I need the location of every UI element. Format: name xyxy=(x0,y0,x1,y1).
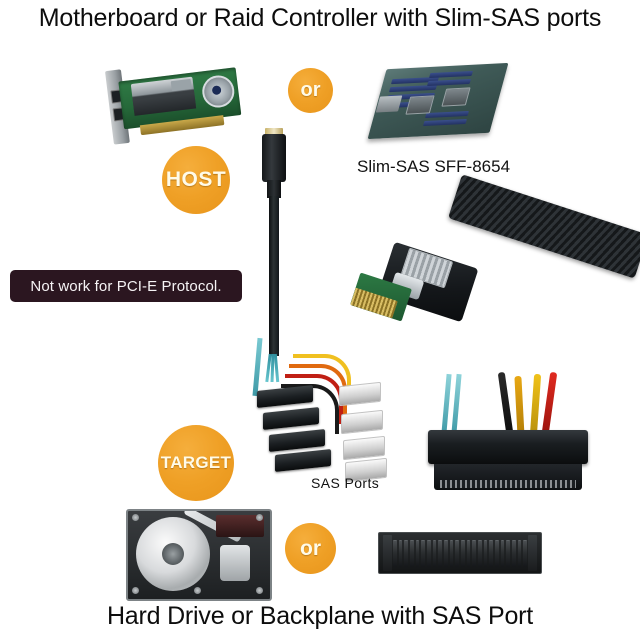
slim-sas-caption: Slim-SAS SFF-8654 xyxy=(357,157,511,176)
hdd-actuator-assembly xyxy=(220,545,250,581)
drive-bay xyxy=(398,539,403,567)
drive-bay xyxy=(427,539,431,567)
drive-bay xyxy=(483,539,488,567)
connector-pin-row xyxy=(440,480,576,488)
sas-connector xyxy=(269,429,325,452)
slim-sas-cable-image xyxy=(248,126,304,383)
drive-bay xyxy=(495,539,499,567)
power-wire-yellow xyxy=(529,373,542,437)
drive-bay xyxy=(466,539,471,567)
drive-bay xyxy=(415,539,420,567)
drive-bay xyxy=(438,539,443,567)
power-wire xyxy=(293,354,351,404)
molex-power-connector xyxy=(339,381,381,407)
screw-icon xyxy=(256,514,263,521)
sff8654-connector-image xyxy=(350,168,640,346)
hdd-label-area xyxy=(216,515,264,537)
molex-power-connector xyxy=(341,409,383,435)
power-wire-black xyxy=(497,371,514,435)
drive-bay xyxy=(455,539,460,567)
flat-ribbon-cable xyxy=(269,196,279,356)
or-badge-bottom: or xyxy=(285,523,336,574)
raid-controller-card-image xyxy=(98,49,249,152)
drive-bay xyxy=(478,539,482,567)
drive-bay xyxy=(517,539,522,567)
braided-cable xyxy=(448,174,640,279)
cable-strain-relief xyxy=(267,180,281,198)
drive-bay xyxy=(506,539,511,567)
drive-bay xyxy=(404,539,409,567)
hard-drive-image xyxy=(126,509,272,601)
teal-wire xyxy=(441,373,452,435)
drive-bay xyxy=(523,539,528,567)
rack-ear-right xyxy=(528,535,538,571)
warning-note-banner: Not work for PCI-E Protocol. xyxy=(10,270,242,302)
drive-bay xyxy=(461,539,465,567)
connector-shell xyxy=(428,430,588,464)
screw-icon xyxy=(256,587,263,594)
screw-icon xyxy=(132,514,139,521)
connector-pins xyxy=(265,128,283,136)
drive-bay xyxy=(489,539,494,567)
drive-bay xyxy=(421,539,426,567)
molex-power-connector xyxy=(343,435,385,461)
teal-wire xyxy=(451,373,462,435)
cable-connector-head xyxy=(262,134,286,182)
page-title-bottom: Hard Drive or Backplane with SAS Port xyxy=(106,602,534,630)
backplane-image xyxy=(378,532,542,574)
drive-bay xyxy=(444,539,448,567)
hdd-spindle xyxy=(162,543,184,565)
drive-bay xyxy=(512,539,516,567)
host-badge: HOST xyxy=(162,146,230,214)
drive-bay xyxy=(500,539,505,567)
sas-connector xyxy=(275,449,331,472)
power-wire-red xyxy=(541,371,558,435)
io-panel xyxy=(375,95,403,113)
sas-drive-connector-image xyxy=(424,371,596,498)
page-title-top: Motherboard or Raid Controller with Slim… xyxy=(38,4,602,32)
sas-ports-fanout-image xyxy=(252,337,387,483)
motherboard-image xyxy=(367,56,509,148)
drive-bay xyxy=(472,539,477,567)
power-wire-orange xyxy=(514,375,525,439)
drive-bay xyxy=(432,539,437,567)
target-badge: TARGET xyxy=(158,425,234,501)
or-badge-top: or xyxy=(288,68,333,113)
warning-note-text: Not work for PCI-E Protocol. xyxy=(30,277,222,295)
rack-ear-left xyxy=(383,535,392,571)
screw-icon xyxy=(132,587,139,594)
drive-bay xyxy=(449,539,454,567)
screw-icon xyxy=(194,587,201,594)
drive-bay xyxy=(410,539,414,567)
sas-ports-caption: SAS Ports xyxy=(311,475,380,491)
drive-bay xyxy=(393,539,397,567)
